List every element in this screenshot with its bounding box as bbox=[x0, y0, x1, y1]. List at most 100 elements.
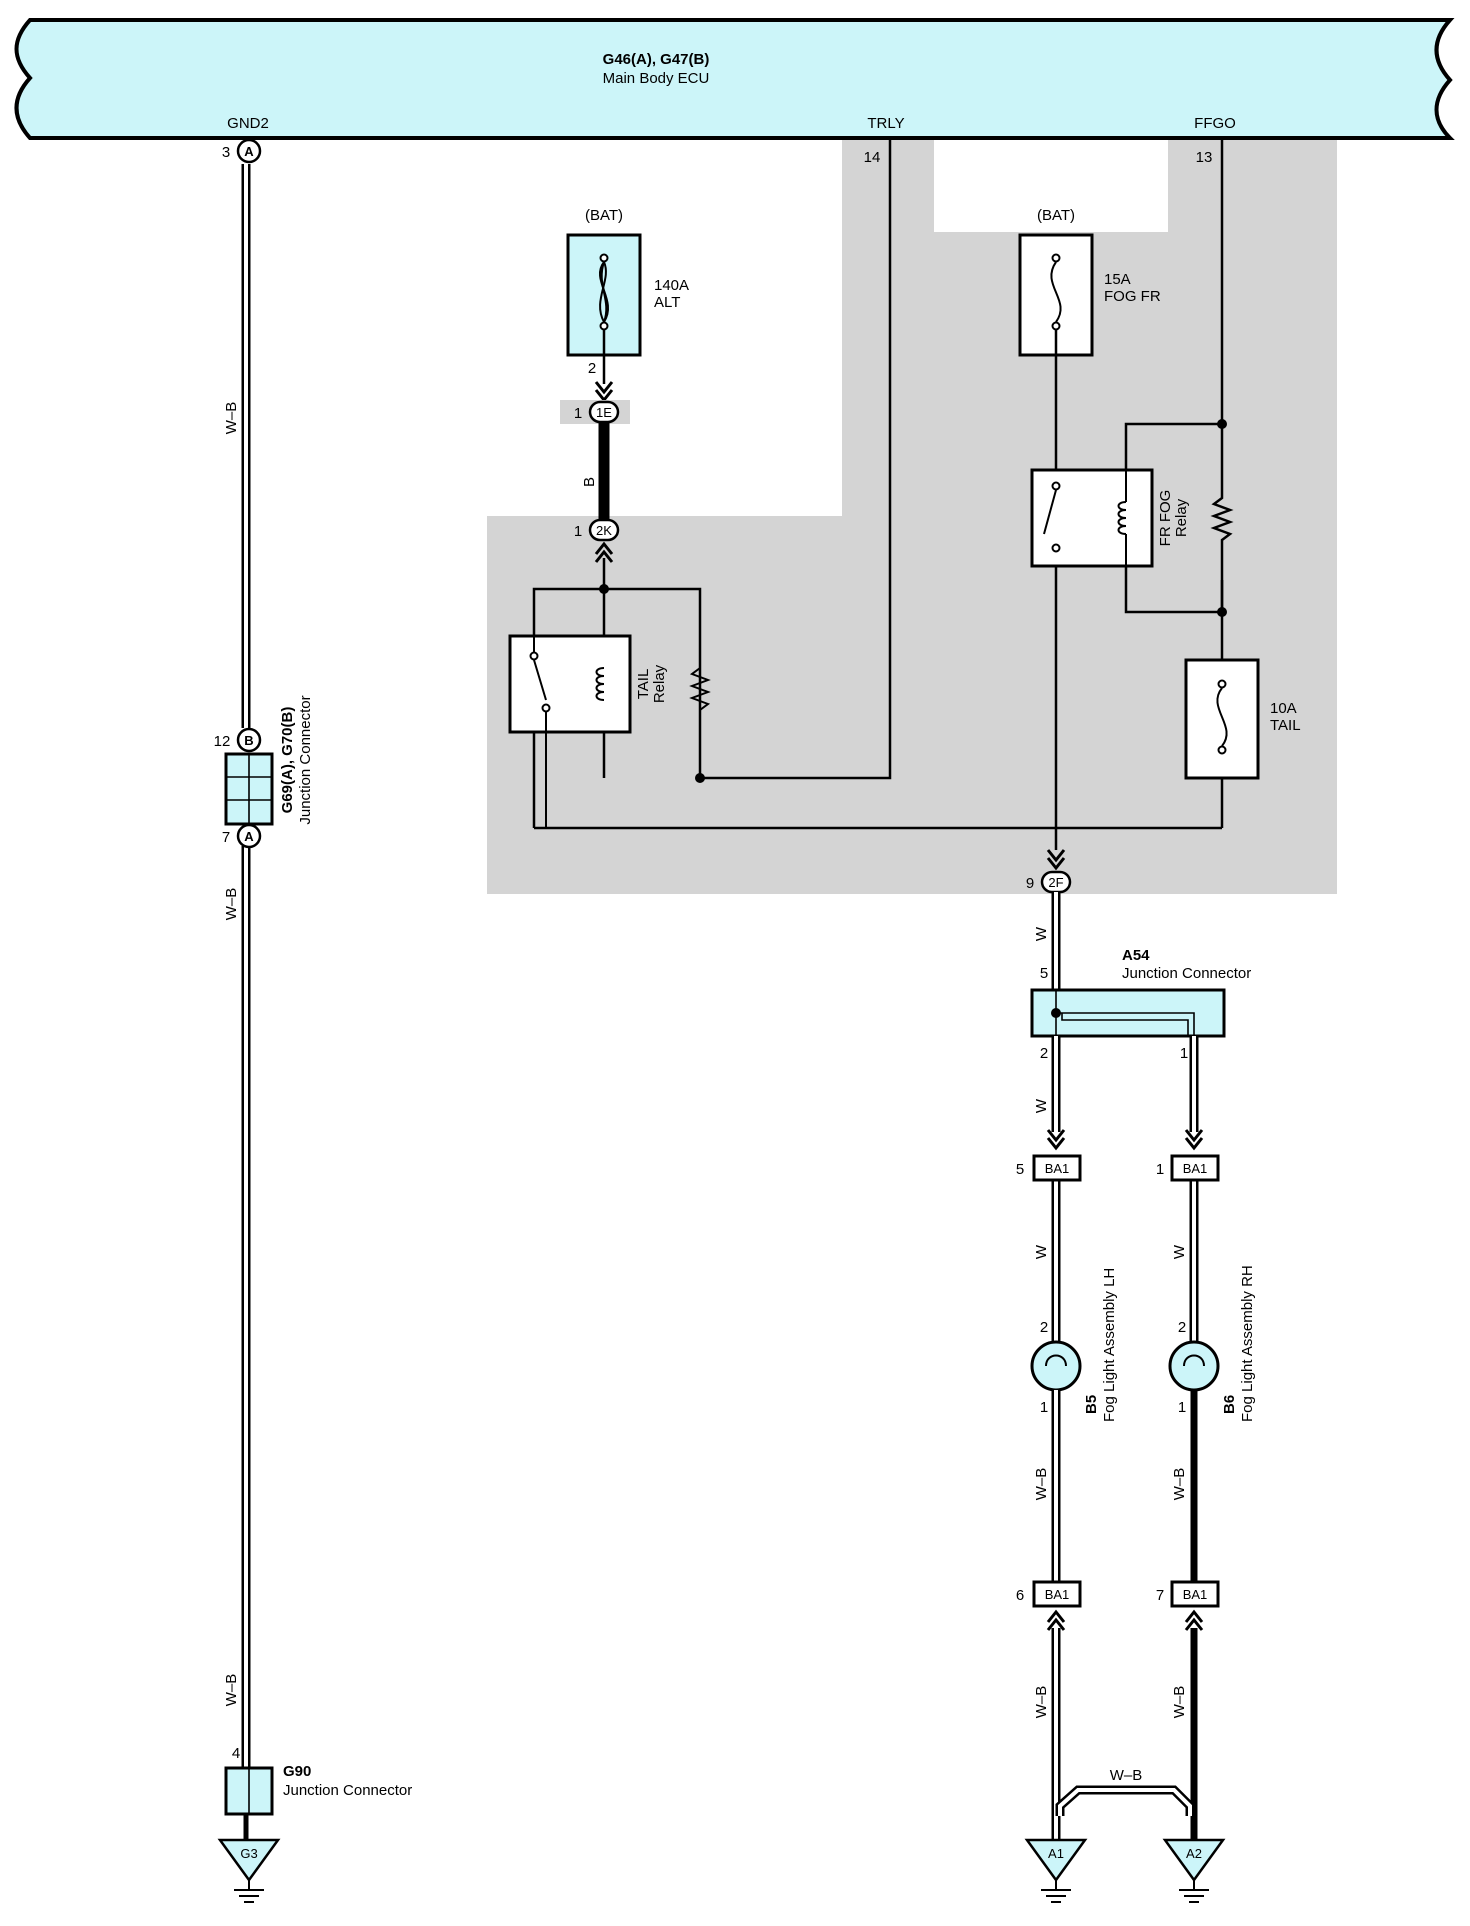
fog-relay-box bbox=[1030, 468, 1154, 568]
c1e-label: 1E bbox=[596, 405, 612, 420]
c1e-pin: 1 bbox=[574, 405, 582, 422]
c2k-connector bbox=[588, 518, 620, 542]
ba1-1-pin: 1 bbox=[1156, 1161, 1164, 1178]
fog-lamp-lh-icon bbox=[1030, 1340, 1082, 1392]
g90-pin: 4 bbox=[232, 1745, 240, 1762]
ecu-subtitle: Main Body ECU bbox=[603, 70, 710, 87]
tail-junction-dot-2 bbox=[695, 773, 705, 783]
pin-ffgo: FFGO bbox=[1194, 115, 1236, 132]
wire-color-wb-4: W–B bbox=[1033, 1468, 1050, 1501]
c2k-pin: 1 bbox=[574, 523, 582, 540]
a54-pin-in: 5 bbox=[1040, 965, 1048, 982]
fog-relay-line1: FR FOG bbox=[1157, 490, 1174, 547]
ground-g3-label: G3 bbox=[240, 1846, 257, 1861]
fuse-alt-name: ALT bbox=[654, 294, 680, 311]
b5-code: B5 bbox=[1083, 1395, 1100, 1414]
g69-top-connector bbox=[236, 727, 262, 753]
a54-pin-right: 1 bbox=[1180, 1045, 1188, 1062]
wire-color-wb-2: W–B bbox=[223, 888, 240, 921]
fuse-tail-amp: 10A bbox=[1270, 700, 1297, 717]
fuse-fog-name: FOG FR bbox=[1104, 288, 1161, 305]
tail-relay-line2: Relay bbox=[651, 664, 668, 703]
tail-relay-coil bbox=[595, 667, 605, 701]
b5-name: Fog Light Assembly LH bbox=[1101, 1268, 1118, 1422]
b5-pin-top: 2 bbox=[1040, 1319, 1048, 1336]
wire-color-wb-1: W–B bbox=[223, 402, 240, 435]
g90-junction-name: G90 bbox=[283, 1763, 311, 1780]
b6-code: B6 bbox=[1221, 1395, 1238, 1414]
ba1-6-label: BA1 bbox=[1045, 1587, 1070, 1602]
c2f-label: 2F bbox=[1048, 875, 1063, 890]
pin-gnd2: GND2 bbox=[227, 115, 269, 132]
wire-color-wb-5: W–B bbox=[1033, 1686, 1050, 1719]
ba1-6-pin: 6 bbox=[1016, 1587, 1024, 1604]
tail-relay-line1: TAIL bbox=[635, 669, 652, 700]
ground-a1 bbox=[1024, 1838, 1088, 1883]
tail-relay-resistor bbox=[689, 660, 711, 718]
ba1-7-label: BA1 bbox=[1183, 1587, 1208, 1602]
ba1-1-connector bbox=[1170, 1154, 1220, 1182]
ba1-7-pin: 7 bbox=[1156, 1587, 1164, 1604]
ground-a1-label: A1 bbox=[1048, 1846, 1064, 1861]
fuse-fog-amp: 15A bbox=[1104, 271, 1131, 288]
c2k-label: 2K bbox=[596, 523, 612, 538]
g69-bottom-connector bbox=[236, 823, 262, 849]
bat-label-fog: (BAT) bbox=[1037, 207, 1075, 224]
wb-crossover-wire bbox=[1055, 1785, 1195, 1816]
wire-color-b: B bbox=[581, 477, 598, 487]
g69-junction-desc: Junction Connector bbox=[297, 695, 314, 824]
gnd2-connector bbox=[236, 138, 262, 164]
fuse-fog-link bbox=[1050, 253, 1062, 331]
wire-color-wb-6: W–B bbox=[1171, 1468, 1188, 1501]
ba1-5-label: BA1 bbox=[1045, 1161, 1070, 1176]
g69-bottom-pin: 7 bbox=[222, 829, 230, 846]
ba1-7-connector bbox=[1170, 1580, 1220, 1608]
gnd2-pin-number: 3 bbox=[222, 144, 230, 161]
fuse-tail-link bbox=[1216, 679, 1228, 755]
tail-junction-dot-1 bbox=[599, 584, 609, 594]
pin-trly: TRLY bbox=[867, 115, 904, 132]
wire-color-w-2: W bbox=[1033, 1098, 1050, 1113]
a54-junction-dot bbox=[1051, 1008, 1061, 1018]
c2f-pin: 9 bbox=[1026, 875, 1034, 892]
wire-color-wb-7: W–B bbox=[1171, 1686, 1188, 1719]
wire-color-w-1: W bbox=[1033, 926, 1050, 941]
a54-junction-desc: Junction Connector bbox=[1122, 965, 1251, 982]
g69-junction-name: G69(A), G70(B) bbox=[279, 707, 296, 814]
wire-color-wb-3: W–B bbox=[223, 1674, 240, 1707]
a54-junction-name: A54 bbox=[1122, 947, 1150, 964]
b5-pin-bot: 1 bbox=[1040, 1399, 1048, 1416]
bat-label-alt: (BAT) bbox=[585, 207, 623, 224]
b6-pin-top: 2 bbox=[1178, 1319, 1186, 1336]
ecu-body bbox=[14, 18, 1455, 140]
ba1-6-connector bbox=[1032, 1580, 1082, 1608]
fog-lamp-rh-icon bbox=[1168, 1340, 1220, 1392]
b6-pin-bot: 1 bbox=[1178, 1399, 1186, 1416]
g69-top-label: B bbox=[244, 733, 253, 748]
wire-color-wb-8: W–B bbox=[1110, 1767, 1143, 1784]
tail-relay-contacts bbox=[529, 589, 551, 828]
g69-top-pin: 12 bbox=[214, 733, 231, 750]
ground-a2 bbox=[1162, 1838, 1226, 1883]
g90-junction-desc: Junction Connector bbox=[283, 1782, 412, 1799]
fog-relay-line2: Relay bbox=[1173, 498, 1190, 537]
gnd2-connector-label: A bbox=[244, 144, 254, 159]
tail-relay-box bbox=[508, 634, 632, 734]
a54-pin-left: 2 bbox=[1040, 1045, 1048, 1062]
wire-color-w-3: W bbox=[1033, 1244, 1050, 1259]
wire-color-w-4: W bbox=[1171, 1244, 1188, 1259]
ground-a2-label: A2 bbox=[1186, 1846, 1202, 1861]
ffgo-pin-number: 13 bbox=[1196, 149, 1213, 166]
fog-relay-resistor bbox=[1210, 424, 1234, 612]
shade-cutout bbox=[934, 140, 1168, 232]
ecu-title: G46(A), G47(B) bbox=[603, 51, 710, 68]
b6-name: Fog Light Assembly RH bbox=[1239, 1265, 1256, 1422]
ground-g3 bbox=[217, 1838, 281, 1883]
fuse-alt-pin: 2 bbox=[588, 360, 596, 377]
ba1-5-connector bbox=[1032, 1154, 1082, 1182]
fog-relay-contacts bbox=[1043, 481, 1061, 553]
ba1-1-label: BA1 bbox=[1183, 1161, 1208, 1176]
g69-bottom-label: A bbox=[244, 829, 254, 844]
fuse-tail-name: TAIL bbox=[1270, 717, 1301, 734]
